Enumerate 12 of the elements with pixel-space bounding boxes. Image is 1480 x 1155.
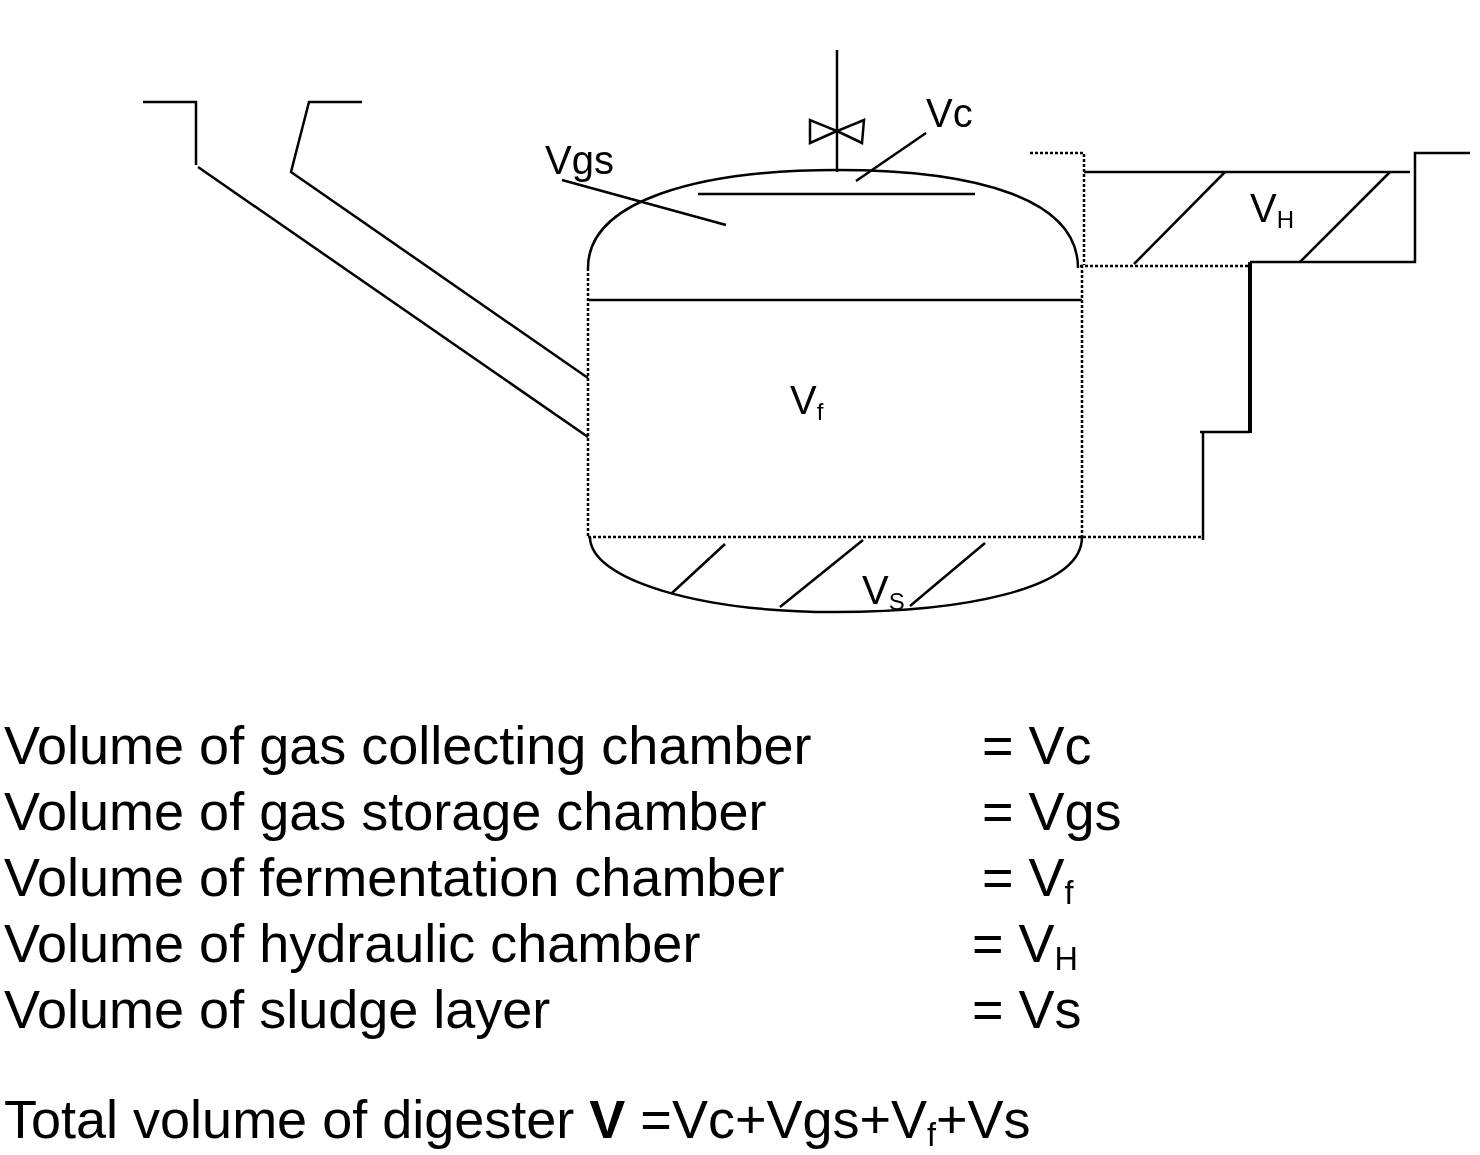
volume-label: V$_{f}$	[790, 380, 824, 424]
volume-label: Vc	[926, 93, 973, 133]
formula-text: Total volume of digester V =Vc+Vgs+V$_{f}$+Vs	[4, 1092, 1031, 1152]
symbol-text: = V$_{f}$	[982, 850, 1074, 910]
symbol-text: = Vs	[972, 982, 1082, 1036]
definition-text: Volume of fermentation chamber	[4, 850, 785, 904]
volume-label: Vgs	[545, 140, 614, 180]
leader-line	[855, 131, 927, 183]
volume-label: V$_{H}$	[1250, 188, 1295, 232]
symbol-text: = Vc	[982, 718, 1092, 772]
symbol-text: = V$_{H}$	[972, 916, 1078, 976]
leader-line	[561, 178, 727, 227]
